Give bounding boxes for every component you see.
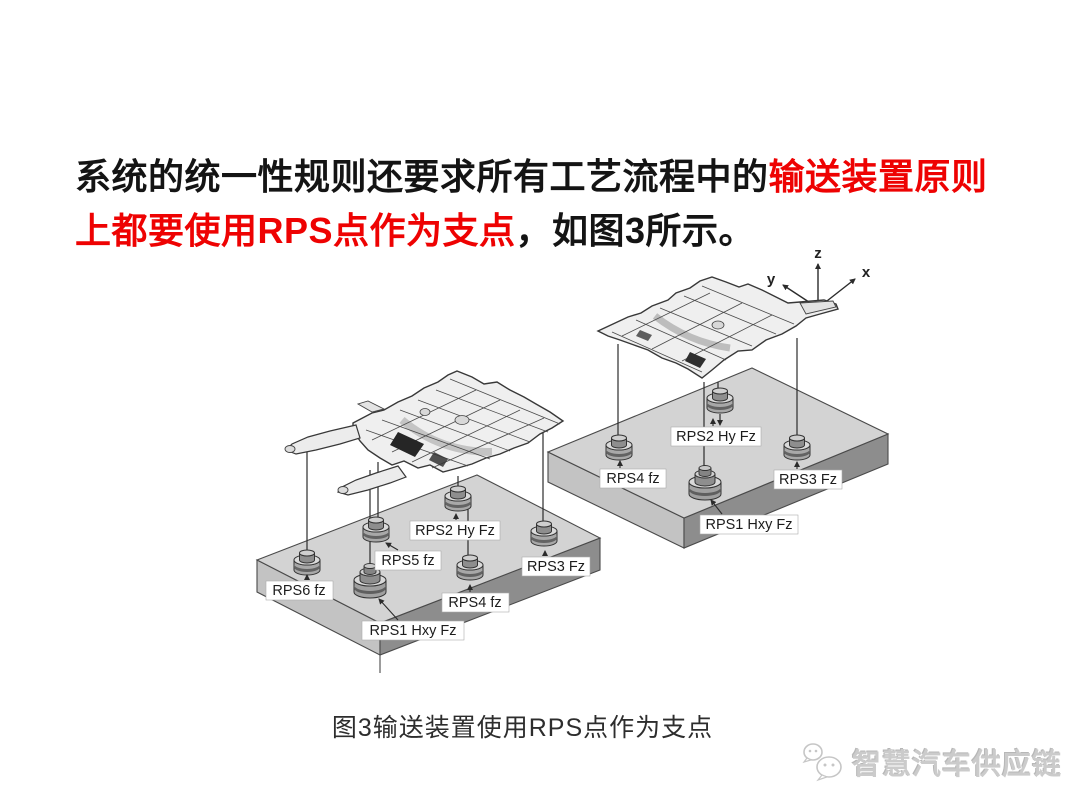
rps-label-text: RPS5 fz — [381, 553, 434, 569]
paragraph-red-text: 上都要使用RPS点作为支点 — [75, 210, 516, 251]
paragraph-red-text: 输送装置原则 — [768, 156, 988, 197]
rps-label-text: RPS6 fz — [272, 583, 325, 599]
rps-point-label: RPS4 fz — [599, 460, 667, 489]
paragraph-black-text: ，如图3所示。 — [515, 210, 756, 251]
coordinate-axes: z y x — [767, 245, 871, 309]
brand-name: 智慧汽车供应链 — [851, 749, 1062, 781]
axis-label-x: x — [862, 264, 871, 281]
rps-label-text: RPS3 Fz — [779, 472, 837, 488]
rps-point-label: RPS3 Fz — [521, 550, 591, 577]
axis-label-z: z — [814, 245, 822, 262]
rps-label-text: RPS3 Fz — [527, 559, 585, 575]
rps-point-label: RPS4 fz — [441, 584, 510, 613]
rps-label-text: RPS2 Hy Fz — [676, 429, 756, 445]
paragraph-black-text: 系统的统一性规则还要求所有工艺流程中的 — [75, 156, 769, 197]
rps-point-label: RPS6 fz — [265, 574, 334, 601]
rps-label-text: RPS1 Hxy Fz — [705, 517, 792, 533]
left-assembly: RPS2 Hy Fz RPS5 fz RPS6 fz RPS4 fz RPS3 — [255, 370, 602, 673]
rps-point-label: RPS2 Hy Fz — [670, 418, 762, 447]
rps-point-label: RPS1 Hxy Fz — [361, 598, 465, 641]
paragraph-line-2: 上都要使用RPS点作为支点，如图3所示。 — [75, 204, 1025, 258]
brand-footer: 智慧汽车供应链 — [800, 738, 1062, 786]
rps-point-label: RPS1 Hxy Fz — [699, 499, 799, 535]
axis-label-y: y — [767, 271, 776, 288]
rps-label-text: RPS1 Hxy Fz — [369, 623, 456, 639]
wechat-icon — [802, 743, 842, 782]
left-underbody-part — [284, 370, 565, 496]
intro-paragraph: 系统的统一性规则还要求所有工艺流程中的输送装置原则 上都要使用RPS点作为支点，… — [75, 150, 1025, 258]
paragraph-line-1: 系统的统一性规则还要求所有工艺流程中的输送装置原则 — [75, 150, 1025, 204]
rps-point-label: RPS5 fz — [374, 542, 442, 571]
figure-caption: 图3输送装置使用RPS点作为支点 — [331, 714, 714, 742]
rps-point-label: RPS2 Hy Fz — [409, 513, 501, 541]
rps-label-text: RPS2 Hy Fz — [415, 523, 495, 539]
rps-point-label: RPS3 Fz — [773, 461, 843, 490]
right-assembly: RPS2 Hy Fz RPS4 fz RPS3 Fz RPS1 Hxy Fz — [546, 276, 890, 549]
right-underbody-part — [596, 276, 839, 379]
rps-label-text: RPS4 fz — [448, 595, 501, 611]
rps-label-text: RPS4 fz — [606, 471, 659, 487]
